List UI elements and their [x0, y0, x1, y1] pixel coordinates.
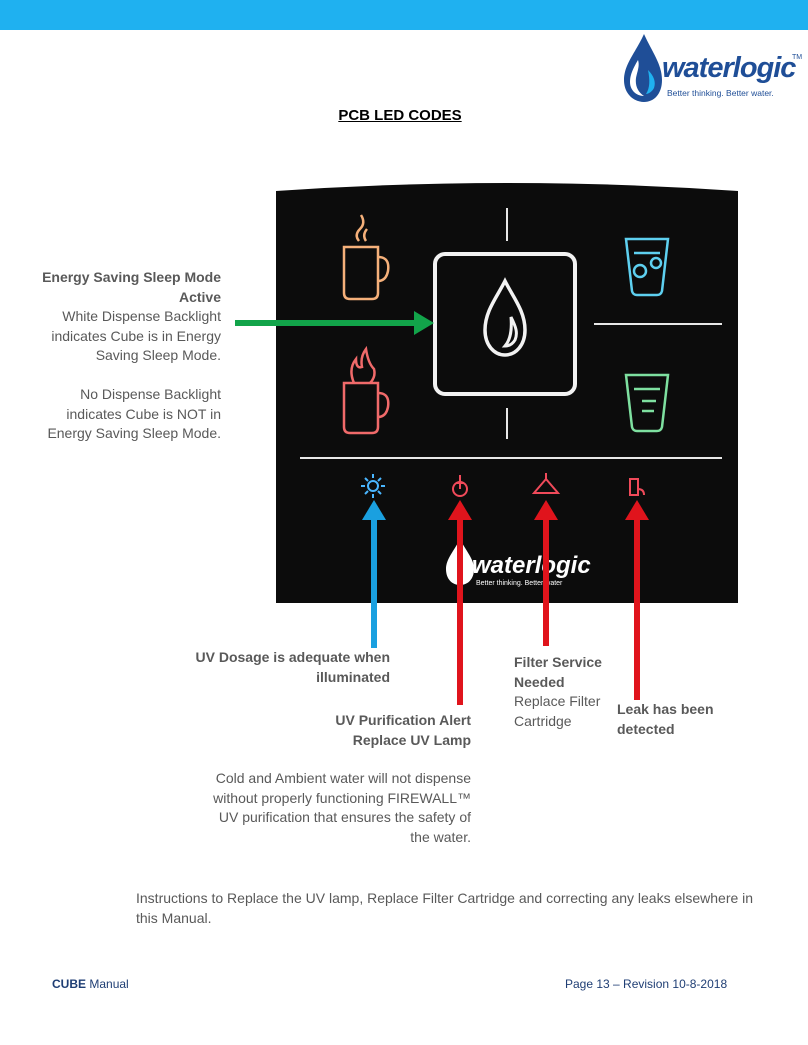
footer-page-info: Page 13 – Revision 10-8-2018 — [565, 977, 728, 991]
energy-desc-line-6: Energy Saving Sleep Mode. — [47, 425, 221, 441]
energy-title-line-2: Active — [178, 288, 221, 305]
uv-alert-callout: UV Purification Alert Replace UV Lamp — [250, 711, 471, 750]
page-title: PCB LED CODES — [338, 107, 462, 124]
control-panel: waterlogic Better thinking. Better water — [276, 183, 738, 603]
hot-mug-icon[interactable] — [342, 345, 390, 435]
leak-line-2: detected — [617, 720, 675, 737]
uv-dose-led-icon — [361, 474, 385, 498]
logo-wordmark: waterlogic — [662, 52, 796, 84]
warm-mug-icon[interactable] — [342, 214, 390, 301]
cold-line-2: without properly functioning FIREWALL™ — [213, 789, 471, 806]
cold-cup-icon[interactable] — [624, 237, 670, 297]
cold-line-3: UV purification that ensures the safety … — [218, 809, 471, 825]
waterlogic-logo: waterlogic TM Better thinking. Better wa… — [620, 30, 803, 106]
dispense-button[interactable] — [433, 252, 577, 396]
energy-saving-callout: Energy Saving Sleep Mode Active White Di… — [20, 268, 221, 444]
energy-desc-line-3: Saving Sleep Mode. — [95, 347, 221, 363]
cold-line-1: Cold and Ambient water will not dispense — [215, 770, 471, 786]
energy-desc-line-2: indicates Cube is in Energy — [51, 327, 221, 344]
uv-alert-line-2: Replace UV Lamp — [352, 731, 471, 748]
leak-line-1: Leak has been — [617, 701, 714, 717]
filter-led-icon — [531, 473, 561, 494]
footer-brand: CUBE — [52, 977, 87, 991]
panel-logo-wordmark: waterlogic — [472, 552, 591, 579]
filter-title-line-1: Filter Service — [514, 654, 602, 670]
uv-dose-line-2: illuminated — [316, 668, 390, 685]
uv-alert-led-icon — [452, 475, 468, 497]
energy-title-line-1: Energy Saving Sleep Mode — [42, 269, 221, 285]
filter-service-callout: Filter Service Needed Replace Filter Car… — [514, 653, 614, 731]
water-drop-logo-icon — [624, 34, 662, 102]
logo-trademark: TM — [792, 54, 803, 61]
water-drop-icon — [483, 277, 527, 357]
logo-tagline: Better thinking. Better water. — [667, 88, 774, 98]
uv-dose-line-1: UV Dosage is adequate when — [195, 649, 391, 665]
filter-desc-line-1: Replace Filter — [514, 693, 601, 709]
footer-manual: Manual — [86, 977, 129, 991]
energy-desc-line-1: White Dispense Backlight — [62, 308, 221, 324]
cold-line-4: the water. — [410, 828, 471, 845]
filter-desc-line-2: Cartridge — [514, 712, 572, 729]
panel-logo-tagline: Better thinking. Better water — [476, 580, 563, 587]
panel-waterlogic-logo: waterlogic Better thinking. Better water — [446, 539, 591, 587]
uv-dosage-callout: UV Dosage is adequate when illuminated — [150, 648, 391, 687]
top-color-bar — [0, 0, 808, 30]
leak-callout: Leak has been detected — [617, 700, 727, 739]
footer-manual-name: CUBE Manual — [52, 977, 129, 991]
instructions-paragraph: Instructions to Replace the UV lamp, Rep… — [136, 890, 754, 926]
energy-desc-line-5: indicates Cube is NOT in — [66, 405, 221, 422]
ambient-cup-icon[interactable] — [624, 373, 670, 433]
cold-ambient-note: Cold and Ambient water will not dispense… — [170, 769, 471, 847]
energy-desc-line-4: No Dispense Backlight — [80, 386, 221, 402]
leak-led-icon — [629, 478, 645, 496]
uv-alert-line-1: UV Purification Alert — [335, 712, 471, 728]
filter-title-line-2: Needed — [514, 673, 565, 690]
